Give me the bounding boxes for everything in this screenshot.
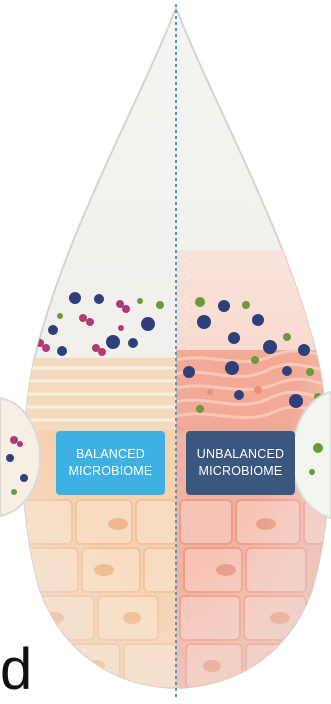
unbalanced-label-line1: UNBALANCED (197, 446, 284, 463)
balanced-microbiome-label: BALANCED MICROBIOME (56, 431, 165, 495)
balanced-label-line2: MICROBIOME (69, 463, 153, 480)
balanced-label-line1: BALANCED (76, 446, 145, 463)
unbalanced-microbiome-label: UNBALANCED MICROBIOME (186, 431, 295, 495)
unbalanced-label-line2: MICROBIOME (199, 463, 283, 480)
cropped-edge-text: d (0, 640, 40, 700)
